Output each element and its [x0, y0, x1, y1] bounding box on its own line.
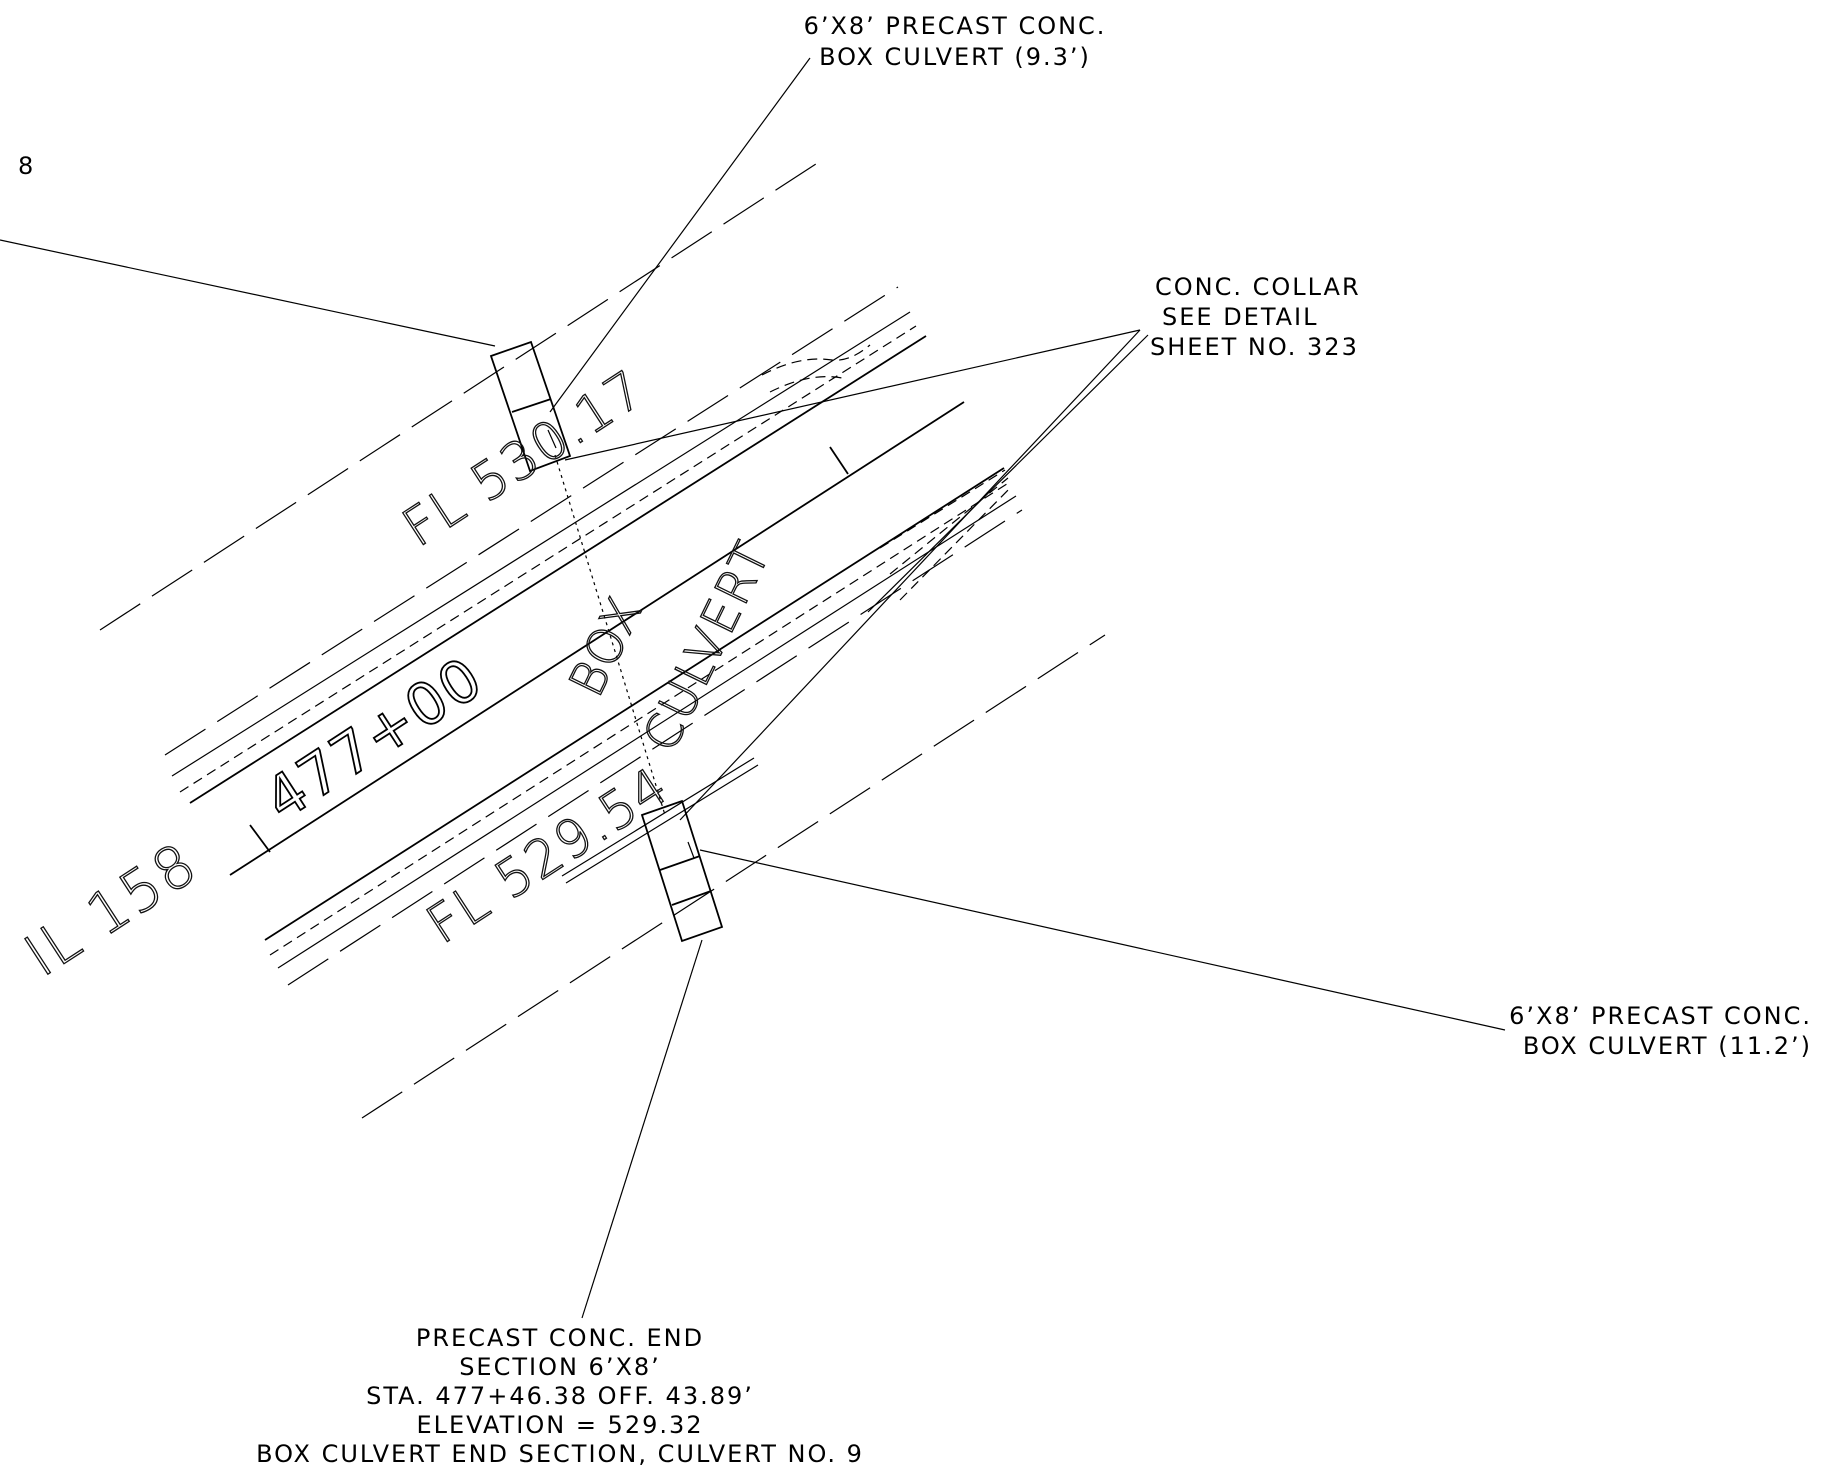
- top-culvert-line-2: BOX CULVERT (9.3’): [819, 43, 1091, 71]
- left-number-label: 8: [18, 152, 35, 180]
- leader-right-culvert: [699, 849, 1506, 1031]
- end-section-line-2: SECTION 6’X8’: [459, 1353, 661, 1381]
- end-mark-top: [547, 429, 557, 449]
- leader-collar-1: [564, 329, 1141, 461]
- end-section-top: [489, 340, 572, 473]
- fl-top-label: FL 530.17: [392, 359, 656, 559]
- roadway-lines: [99, 159, 1106, 1119]
- callout-top-culvert: 6’X8’ PRECAST CONC. BOX CULVERT (9.3’): [804, 12, 1107, 71]
- centerline: [229, 401, 965, 876]
- edge-line-bottom-1: [269, 481, 1011, 956]
- end-section-top-divider: [511, 398, 552, 413]
- right-culvert-line-1: 6’X8’ PRECAST CONC.: [1509, 1002, 1812, 1030]
- end-section-bottom: [640, 799, 724, 943]
- top-culvert-line-1: 6’X8’ PRECAST CONC.: [804, 12, 1107, 40]
- shoulder-line-bottom-dashed: [287, 509, 1023, 986]
- leader-end-section: [581, 939, 703, 1319]
- leader-collar-3: [867, 334, 1149, 613]
- end-section-line-4: ELEVATION = 529.32: [416, 1411, 703, 1439]
- end-section-line-3: STA. 477+46.38 OFF. 43.89’: [366, 1382, 754, 1410]
- station-tick-478: [829, 446, 849, 475]
- fl-bottom-label: FL 529.54: [416, 756, 680, 956]
- collar-line-2: SEE DETAIL: [1162, 303, 1319, 331]
- shoulder-line-top-dashed: [164, 286, 899, 756]
- edge-of-pavement-bottom: [264, 467, 1005, 941]
- fl-underline-1: [561, 757, 755, 877]
- leader-collar-2: [679, 329, 1141, 821]
- collar-line-3: SHEET NO. 323: [1150, 333, 1359, 361]
- road-label: IL 158: [13, 829, 210, 990]
- edge-line-bottom-2: [277, 495, 1017, 969]
- right-culvert-line-2: BOX CULVERT (11.2’): [1523, 1032, 1812, 1060]
- callout-collar: CONC. COLLAR SEE DETAIL SHEET NO. 323: [1150, 273, 1361, 361]
- callout-right-culvert: 6’X8’ PRECAST CONC. BOX CULVERT (11.2’): [1509, 1002, 1812, 1060]
- station-tick-477: [249, 824, 271, 853]
- fl-underline-2: [565, 764, 759, 884]
- end-section-line-1: PRECAST CONC. END: [416, 1324, 704, 1352]
- station-label: 477+00: [253, 643, 496, 834]
- flare-curve-top: [761, 344, 871, 376]
- box-culvert: [489, 340, 724, 943]
- edge-line-top-1: [171, 311, 911, 777]
- end-section-bottom-divider-2: [671, 890, 712, 906]
- right-of-way-line-top: [99, 159, 823, 631]
- edge-of-pavement-top: [189, 335, 927, 804]
- flare-line-1: [879, 469, 1006, 549]
- edge-line-top-2: [179, 325, 917, 793]
- leader-top-culvert: [549, 57, 811, 413]
- collar-line-1: CONC. COLLAR: [1155, 273, 1361, 301]
- box-label: BOX: [558, 587, 654, 705]
- flare-line-2: [889, 477, 1009, 575]
- end-mark-bottom: [687, 841, 695, 859]
- flare-line-3: [899, 485, 1013, 601]
- leader-left-number: [0, 239, 496, 347]
- right-of-way-line-bottom: [361, 634, 1106, 1119]
- end-section-line-5: BOX CULVERT END SECTION, CULVERT NO. 9: [256, 1440, 864, 1468]
- end-section-bottom-divider-1: [659, 855, 701, 871]
- callout-end-section: PRECAST CONC. END SECTION 6’X8’ STA. 477…: [256, 1324, 864, 1468]
- flare-curve-top-2: [769, 376, 843, 393]
- leader-lines: [0, 57, 1506, 1319]
